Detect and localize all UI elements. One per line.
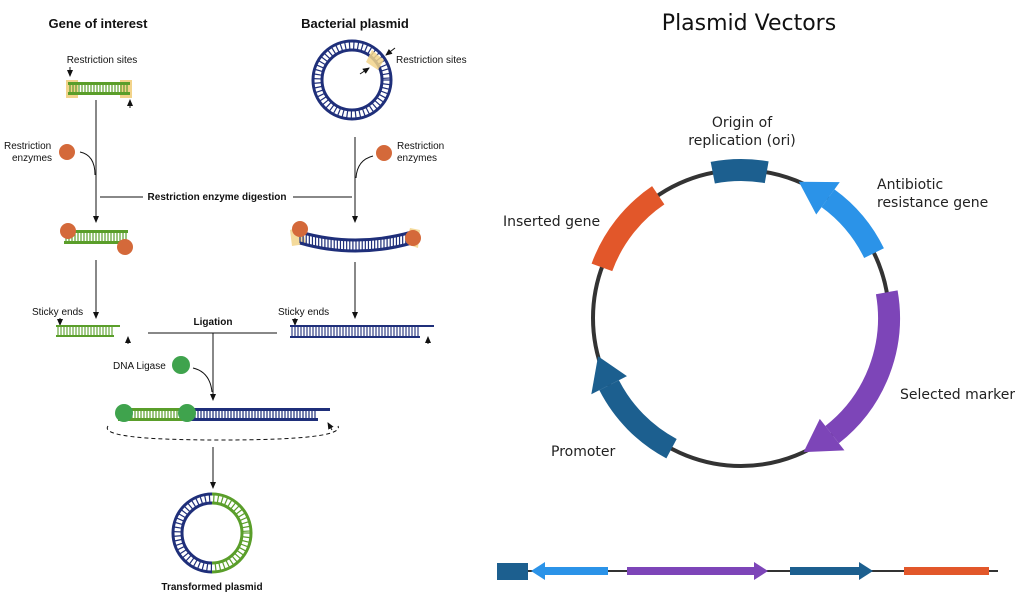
antibiotic-arrowhead xyxy=(798,181,840,215)
linear-plasmid-map xyxy=(497,562,998,580)
linear-inserted-block xyxy=(904,567,989,575)
promoter-label: Promoter xyxy=(551,444,616,460)
gene-of-interest-title: Gene of interest xyxy=(49,16,149,31)
ligated-dna xyxy=(115,404,330,422)
digested-gene xyxy=(60,223,133,255)
inserted-gene-segment xyxy=(591,186,665,272)
ligation-label: Ligation xyxy=(194,317,233,328)
bacterial-plasmid-title: Bacterial plasmid xyxy=(301,16,409,31)
plasmid-vectors-title: Plasmid Vectors xyxy=(662,11,836,36)
restriction-enzyme-digestion-label: Restriction enzyme digestion xyxy=(148,192,287,203)
antibiotic-segment xyxy=(821,189,884,259)
antibiotic-label-2: resistance gene xyxy=(877,195,988,211)
transformed-plasmid-circle xyxy=(171,492,253,574)
promoter-segment xyxy=(599,379,677,459)
origin-label-1: Origin of xyxy=(712,115,773,131)
restriction-enzymes-label-left-2: enzymes xyxy=(12,153,52,164)
plasmid-sticky-ends xyxy=(290,325,434,338)
promoter-arrowhead xyxy=(591,356,627,395)
restriction-sites-label-plasmid: Restriction sites xyxy=(396,55,467,66)
origin-label-2: replication (ori) xyxy=(688,133,795,149)
gene-of-interest-dna xyxy=(66,80,132,98)
linear-marker-arrow xyxy=(627,562,768,580)
linear-antibiotic-arrow xyxy=(531,562,608,580)
restriction-enzyme-icon-right xyxy=(376,145,392,161)
bacterial-plasmid-circle xyxy=(311,39,393,121)
ori-segment xyxy=(710,159,769,184)
gene-sticky-ends xyxy=(56,325,120,337)
restriction-enzyme-icon-left xyxy=(59,144,75,160)
marker-arrowhead xyxy=(803,418,845,453)
opened-plasmid xyxy=(290,221,421,253)
restriction-sites-label-gene: Restriction sites xyxy=(67,55,138,66)
transformed-plasmid-label: Transformed plasmid xyxy=(161,582,262,593)
marker-segment xyxy=(825,290,900,444)
restriction-enzymes-label-right-2: enzymes xyxy=(397,153,437,164)
linear-ori-block xyxy=(497,563,528,580)
selected-marker-label: Selected marker xyxy=(900,387,1015,403)
dna-ligase-label: DNA Ligase xyxy=(113,361,166,372)
dna-ligase-icon xyxy=(172,356,190,374)
linear-promoter-arrow xyxy=(790,562,873,580)
inserted-gene-label: Inserted gene xyxy=(503,214,600,230)
sticky-ends-label-left: Sticky ends xyxy=(32,307,83,318)
antibiotic-label-1: Antibiotic xyxy=(877,177,943,193)
sticky-ends-label-right: Sticky ends xyxy=(278,307,329,318)
restriction-enzymes-label-right-1: Restriction xyxy=(397,141,444,152)
restriction-enzymes-label-left-1: Restriction xyxy=(4,141,51,152)
